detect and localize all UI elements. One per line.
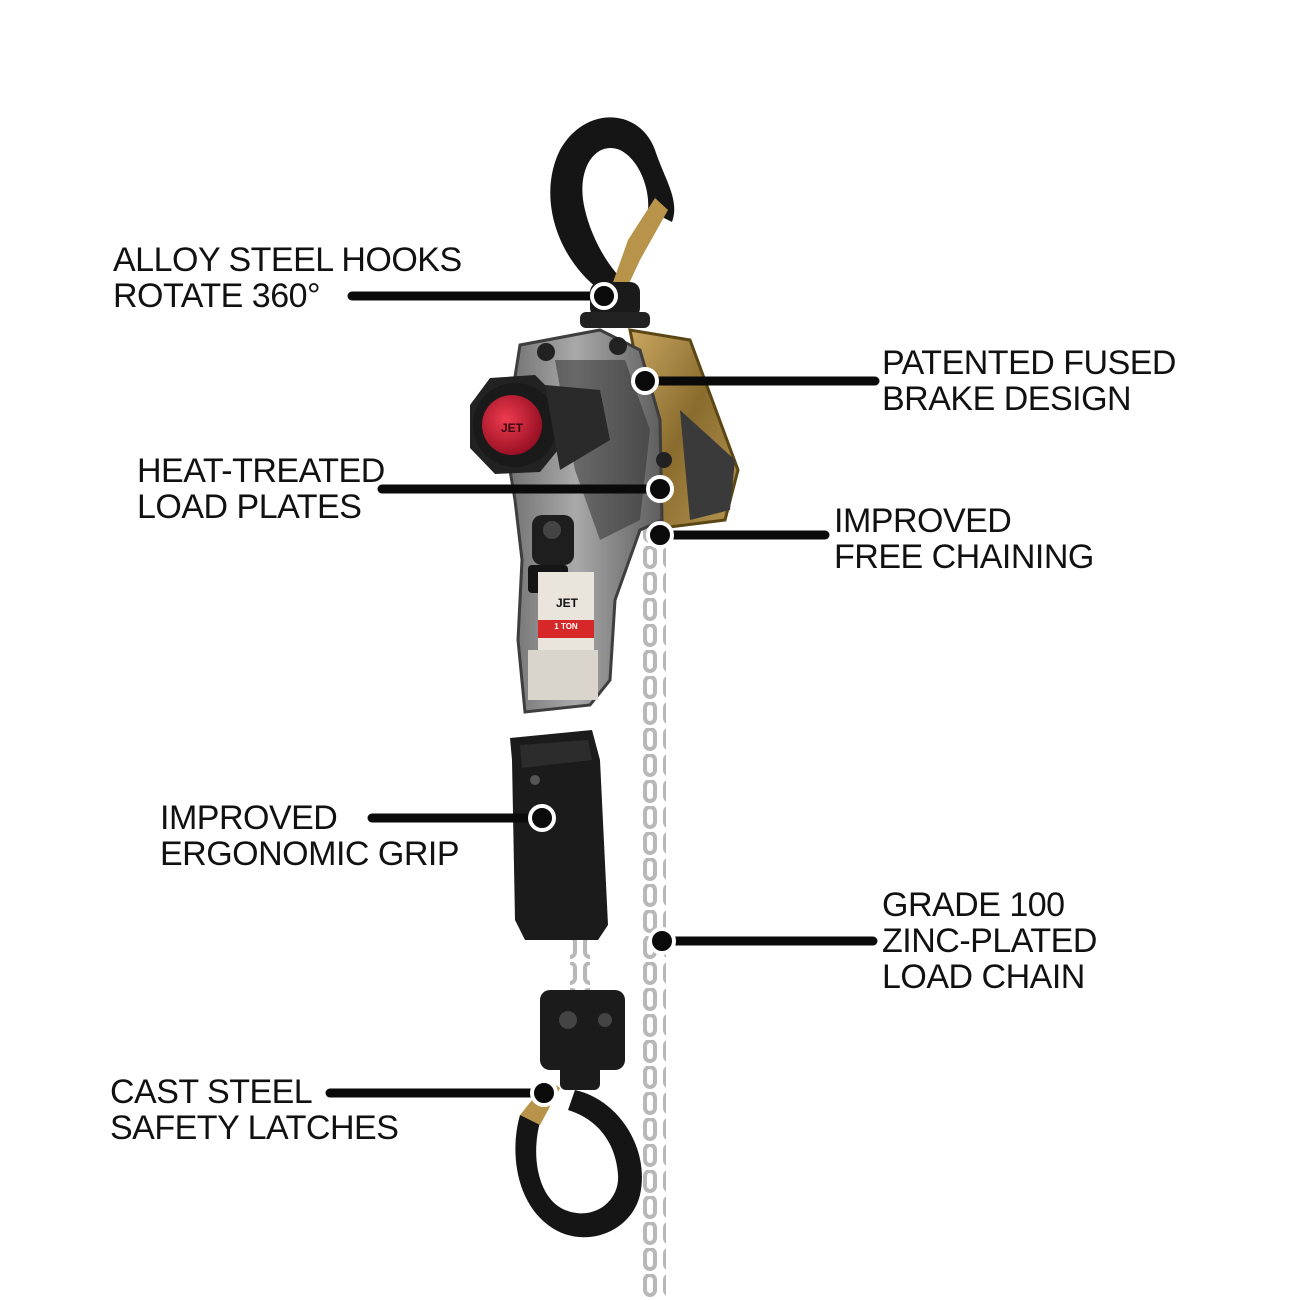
plate-brand: JET — [555, 596, 578, 610]
callout-grip-line1: IMPROVED — [160, 799, 338, 837]
leader-chain-dot — [648, 927, 676, 955]
knob-brand: JET — [501, 421, 524, 435]
plate-capacity: 1 TON — [554, 622, 578, 631]
callout-plates: HEAT-TREATED LOAD PLATES — [137, 453, 385, 525]
callout-latches-line2: SAFETY LATCHES — [110, 1109, 399, 1147]
leader-plates-dot — [646, 475, 674, 503]
callout-brake: PATENTED FUSED BRAKE DESIGN — [882, 344, 1177, 418]
callout-chain-line2: ZINC-PLATED — [882, 922, 1097, 960]
leader-lines — [325, 282, 880, 1107]
callout-chaining-line1: IMPROVED — [834, 502, 1012, 540]
callout-grip-line2: ERGONOMIC GRIP — [160, 835, 460, 873]
callout-grip: IMPROVED ERGONOMIC GRIP — [160, 799, 460, 873]
leader-brake-dot — [631, 367, 659, 395]
callout-brake-line2: BRAKE DESIGN — [882, 380, 1132, 418]
hand-chain-segment — [570, 940, 590, 1000]
callout-brake-line1: PATENTED FUSED — [882, 344, 1177, 382]
grip-handle — [510, 730, 608, 940]
callout-plates-line2: LOAD PLATES — [137, 488, 362, 526]
callout-hooks-line2: ROTATE 360° — [113, 277, 321, 315]
leader-hooks-dot — [590, 282, 618, 310]
callout-chain-line3: LOAD CHAIN — [882, 958, 1085, 996]
leader-chaining-dot — [646, 521, 674, 549]
brake-knob: JET — [470, 375, 610, 474]
callout-latches: CAST STEEL SAFETY LATCHES — [110, 1073, 399, 1147]
callout-chaining: IMPROVED FREE CHAINING — [834, 503, 1094, 575]
callout-chaining-line2: FREE CHAINING — [834, 538, 1094, 576]
callout-hooks-line1: ALLOY STEEL HOOKS — [113, 241, 462, 279]
callout-chain-line1: GRADE 100 — [882, 886, 1065, 924]
leader-grip-dot — [528, 804, 556, 832]
callout-plates-line1: HEAT-TREATED — [137, 452, 385, 490]
callout-chain: GRADE 100 ZINC-PLATED LOAD CHAIN — [882, 887, 1097, 995]
leader-latches-dot — [530, 1079, 558, 1107]
load-chain — [642, 520, 666, 1300]
callout-hooks: ALLOY STEEL HOOKS ROTATE 360° — [113, 242, 462, 314]
callout-latches-line1: CAST STEEL — [110, 1073, 313, 1111]
bottom-hook — [515, 990, 642, 1238]
